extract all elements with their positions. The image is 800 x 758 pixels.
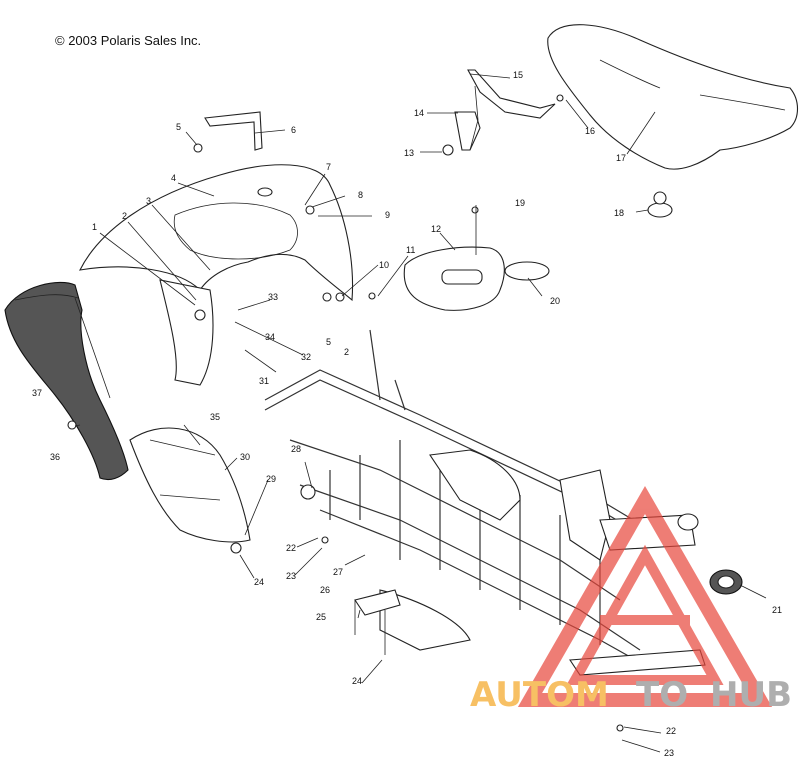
footwell-panel (129, 427, 251, 543)
callout-22: 22 (666, 726, 676, 736)
callout-23: 23 (664, 748, 674, 758)
watermark-text-3: HUB (710, 675, 792, 715)
callout-labels: 1 2 3 4 5 6 7 8 9 10 11 12 13 14 15 16 1… (32, 70, 782, 758)
callout-9: 9 (385, 210, 390, 220)
callout-20: 20 (550, 296, 560, 306)
callout-5b: 5 (326, 337, 331, 347)
watermark-text-1: AUTOM (470, 675, 609, 715)
callout-15: 15 (513, 70, 523, 80)
callout-27: 27 (333, 567, 343, 577)
callout-14: 14 (414, 108, 424, 118)
callout-2b: 2 (344, 347, 349, 357)
bracket (354, 589, 401, 616)
callout-33: 33 (268, 292, 278, 302)
seat (547, 24, 799, 170)
callout-24: 24 (352, 676, 362, 686)
callout-1: 1 (92, 222, 97, 232)
callout-23b: 23 (286, 571, 296, 581)
callout-22b: 22 (286, 543, 296, 553)
callout-26: 26 (320, 585, 330, 595)
callout-21: 21 (772, 605, 782, 615)
callout-3: 3 (146, 196, 151, 206)
callout-25: 25 (316, 612, 326, 622)
seat-bumper (647, 202, 673, 218)
callout-36: 36 (50, 452, 60, 462)
callout-18: 18 (614, 208, 624, 218)
rear-fender (79, 164, 354, 302)
callout-34: 34 (265, 332, 275, 342)
callout-7: 7 (326, 162, 331, 172)
callout-16: 16 (585, 126, 595, 136)
callout-13: 13 (404, 148, 414, 158)
strap (204, 111, 263, 151)
copyright-text: © 2003 Polaris Sales Inc. (55, 33, 202, 48)
fasteners (193, 94, 624, 732)
callout-6: 6 (291, 125, 296, 135)
callout-31: 31 (259, 376, 269, 386)
callout-28: 28 (291, 444, 301, 454)
watermark-triangle (517, 485, 773, 707)
front-fender (4, 281, 129, 481)
callout-4: 4 (171, 173, 176, 183)
callout-30: 30 (240, 452, 250, 462)
callout-11: 11 (406, 245, 415, 255)
leader-lines (74, 73, 767, 753)
callout-32: 32 (301, 352, 311, 362)
watermark-logo: AUTOM TO HUB (470, 485, 792, 715)
seal (504, 261, 550, 281)
callout-37: 37 (32, 388, 42, 398)
callout-10: 10 (379, 260, 389, 270)
seat-latch-bracket (467, 69, 556, 119)
fender-skirt (159, 279, 214, 386)
callout-29: 29 (266, 474, 276, 484)
callout-24b: 24 (254, 577, 264, 587)
callout-17: 17 (616, 153, 626, 163)
callout-2: 2 (122, 211, 127, 221)
callout-19: 19 (515, 198, 525, 208)
watermark-text-2: TO (636, 675, 688, 715)
callout-5: 5 (176, 122, 181, 132)
callout-35: 35 (210, 412, 220, 422)
callout-12: 12 (431, 224, 441, 234)
callout-8: 8 (358, 190, 363, 200)
